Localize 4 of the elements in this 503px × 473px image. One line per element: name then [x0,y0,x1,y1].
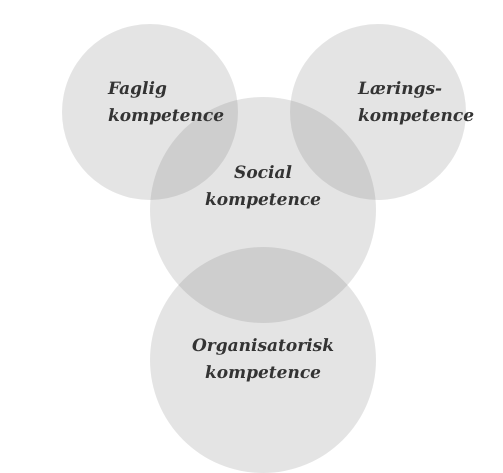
circle-label: Social kompetence [204,162,322,212]
circle-label: Organisatorisk kompetence [190,335,336,385]
circle-label: Faglig kompetence [108,78,226,128]
circle-label: Lærings-kompetence [358,78,476,128]
